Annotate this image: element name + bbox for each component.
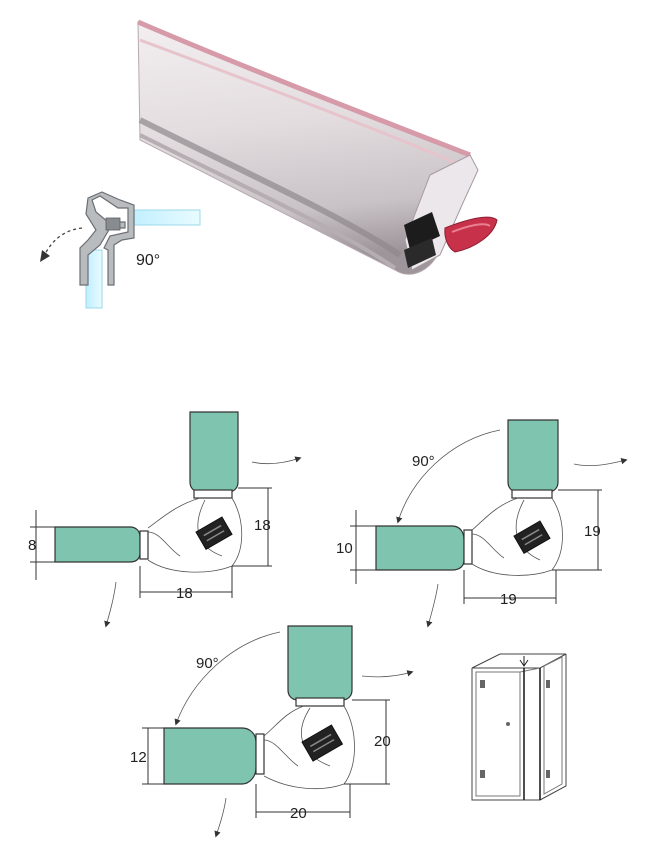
width-label: 19 xyxy=(500,591,517,608)
diagram-10mm: 90° 10 19 19 xyxy=(336,419,628,628)
door-swing-arrow xyxy=(251,456,302,465)
seal-profile-photo xyxy=(137,19,498,275)
thickness-label: 8 xyxy=(28,537,36,554)
height-label: 20 xyxy=(374,733,391,750)
magnet-block xyxy=(301,724,344,762)
height-label: 19 xyxy=(584,523,601,540)
shower-enclosure-icon xyxy=(471,653,567,801)
width-label: 20 xyxy=(290,805,307,822)
diagram-8mm: 8 18 18 xyxy=(28,411,302,628)
rotation-arrow-icon xyxy=(43,227,83,257)
door-swing-arrow xyxy=(214,797,227,838)
door-swing-arrow xyxy=(426,583,439,628)
width-label: 18 xyxy=(176,585,193,602)
height-label: 18 xyxy=(254,517,271,534)
thickness-label: 10 xyxy=(336,540,353,557)
door-swing-arrow xyxy=(361,670,414,678)
thickness-label: 12 xyxy=(130,749,147,766)
door-swing-arrow xyxy=(104,581,117,628)
magnet-block xyxy=(513,520,551,555)
diagram-12mm: 90° 12 20 20 xyxy=(130,625,414,838)
angle-label: 90° xyxy=(412,453,435,470)
corner-profile-inset: 90° xyxy=(40,191,201,309)
magnet-block xyxy=(195,516,233,551)
inset-angle-label: 90° xyxy=(136,252,160,269)
door-swing-arrow xyxy=(573,458,628,467)
angle-label: 90° xyxy=(196,655,219,672)
